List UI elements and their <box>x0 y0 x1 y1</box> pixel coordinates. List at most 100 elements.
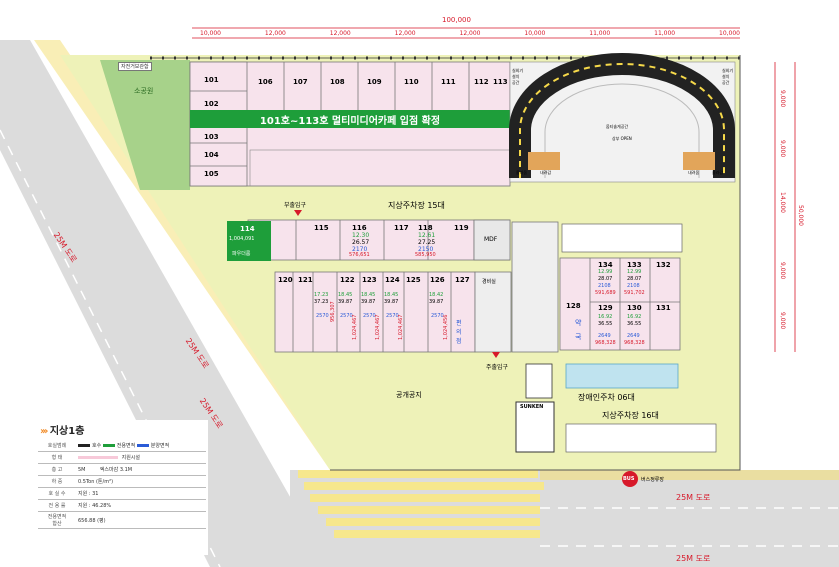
small-park <box>100 60 190 190</box>
unit-123[interactable]: 123 <box>362 276 377 284</box>
dim-top-8: 11,000 <box>654 30 676 37</box>
dim-top-4: 12,000 <box>394 30 416 37</box>
unit-130[interactable]: 130 <box>627 304 642 312</box>
legend-row: 형 태 지원시설 <box>38 451 206 464</box>
unit-109[interactable]: 109 <box>367 78 382 86</box>
lot-15-label: 지상주차장 15대 <box>388 201 445 210</box>
accessible-parking <box>565 363 679 389</box>
unit-130-c: 2649 <box>627 333 640 339</box>
mdf-label: MDF <box>484 236 498 243</box>
legend-key: 전용면적 합산 <box>38 511 76 529</box>
unit-122-a: 18.45 <box>338 292 353 298</box>
unit-112[interactable]: 112 <box>474 78 489 86</box>
unit-118-b: 27.25 <box>418 239 436 246</box>
legend-key: 호실범례 <box>38 440 76 452</box>
unit-125[interactable]: 125 <box>406 276 421 284</box>
unit-124-d: 1,024,467 <box>398 314 404 340</box>
powder-room-label: 파우더룸 <box>232 251 251 257</box>
banner-bar <box>190 110 510 128</box>
dimension-right-total: 50,000 <box>797 205 804 226</box>
unit-128[interactable]: 128 <box>566 302 581 310</box>
unit-126-c: 2570 <box>431 313 444 319</box>
unit-110[interactable]: 110 <box>404 78 419 86</box>
unit-133-a: 12.99 <box>627 269 642 275</box>
unit-124[interactable]: 124 <box>385 276 400 284</box>
unit-121-d: 956,307 <box>330 301 336 322</box>
unit-103[interactable]: 103 <box>204 133 219 141</box>
unit-129[interactable]: 129 <box>598 304 613 312</box>
legend-key: 층 고 <box>38 463 76 476</box>
unit-127[interactable]: 127 <box>455 276 470 284</box>
unit-101[interactable]: 101 <box>204 76 219 84</box>
bus-stop-label: 버스정류장 <box>641 477 665 483</box>
unit-121[interactable]: 121 <box>298 276 313 284</box>
unit-123-b: 39.87 <box>361 299 376 305</box>
unit-113[interactable]: 113 <box>493 78 508 86</box>
dim-right-2: 9,000 <box>779 140 786 158</box>
unit-129-a: 16.92 <box>598 314 613 320</box>
unit-116-b: 26.57 <box>352 239 370 246</box>
legend-swatch-2: 전용면적 <box>116 443 136 449</box>
legend-support: 지원시설 <box>121 455 140 461</box>
legend-key: 하 중 <box>38 475 76 488</box>
ramp-out2-label: 올라감 <box>712 170 724 175</box>
accessible-lot-label: 장애인주차 06대 <box>578 393 635 402</box>
legend-extra-v: 3.1M <box>119 467 133 473</box>
unit-124-c: 2570 <box>386 313 399 319</box>
unit-130-d: 968,328 <box>624 340 645 346</box>
unit-122-c: 2570 <box>340 313 353 319</box>
unit-119[interactable]: 119 <box>454 224 469 232</box>
unit-111[interactable]: 111 <box>441 78 456 86</box>
unit-118[interactable]: 118 <box>418 224 433 232</box>
dim-top-7: 11,000 <box>589 30 611 37</box>
unit-134-a: 12.99 <box>598 269 613 275</box>
unit-133-d: 591,702 <box>624 290 645 296</box>
dim-top-6: 10,000 <box>524 30 546 37</box>
unit-118-c: 2150 <box>418 246 434 253</box>
unit-104[interactable]: 104 <box>204 151 219 159</box>
unit-129-d: 968,328 <box>595 340 616 346</box>
unit-105[interactable]: 105 <box>204 170 219 178</box>
unit-108[interactable]: 108 <box>330 78 345 86</box>
unit-117[interactable]: 117 <box>394 224 409 232</box>
legend-swatch-1: 호수 <box>92 443 102 449</box>
unit-133[interactable]: 133 <box>627 261 642 269</box>
crosswalk <box>298 470 544 538</box>
unit-122[interactable]: 122 <box>340 276 355 284</box>
unit-116[interactable]: 116 <box>352 224 367 232</box>
unit-122-d: 1,024,467 <box>352 314 358 340</box>
main-entrance-label: 주출입구 <box>486 364 509 371</box>
unit-115[interactable]: 115 <box>314 224 329 232</box>
unit-134-d: 591,689 <box>595 290 616 296</box>
unit-114[interactable]: 114 <box>240 225 255 233</box>
legend-key: 호 실 수 <box>38 487 76 500</box>
dim-right-1: 9,000 <box>779 90 786 108</box>
ramp-open-label: 상부 OPEN <box>612 136 632 141</box>
unit-133-b: 28.07 <box>627 276 642 282</box>
electric-room-label: 자전거보관함 <box>118 62 152 71</box>
unit-126-d: 1,024,456 <box>443 314 449 340</box>
legend-value: 656.88 (평) <box>76 511 206 529</box>
unit-126[interactable]: 126 <box>430 276 445 284</box>
unit-107[interactable]: 107 <box>293 78 308 86</box>
dim-top-1: 10,000 <box>200 30 221 37</box>
unit-129-b: 36.55 <box>598 321 613 327</box>
unit-118-d: 585,950 <box>415 252 436 258</box>
legend-value: 지원시설 <box>76 451 206 464</box>
dim-top-3: 12,000 <box>329 30 351 37</box>
legend-height: 5M <box>78 467 86 473</box>
unit-124-b: 39.87 <box>384 299 399 305</box>
unit-131[interactable]: 131 <box>656 304 671 312</box>
unit-133-c: 2108 <box>627 283 640 289</box>
unit-102[interactable]: 102 <box>204 100 219 108</box>
dim-right-3: 14,000 <box>779 192 786 213</box>
road-label-bottom: 25M 도로 <box>676 493 711 502</box>
pharmacy-label: 약 국 <box>575 319 582 341</box>
unit-132[interactable]: 132 <box>656 261 671 269</box>
unit-106[interactable]: 106 <box>258 78 273 86</box>
legend-title: ››› 지상1층 <box>40 426 85 437</box>
unit-134[interactable]: 134 <box>598 261 613 269</box>
unit-129-c: 2649 <box>598 333 611 339</box>
unit-120[interactable]: 120 <box>278 276 293 284</box>
